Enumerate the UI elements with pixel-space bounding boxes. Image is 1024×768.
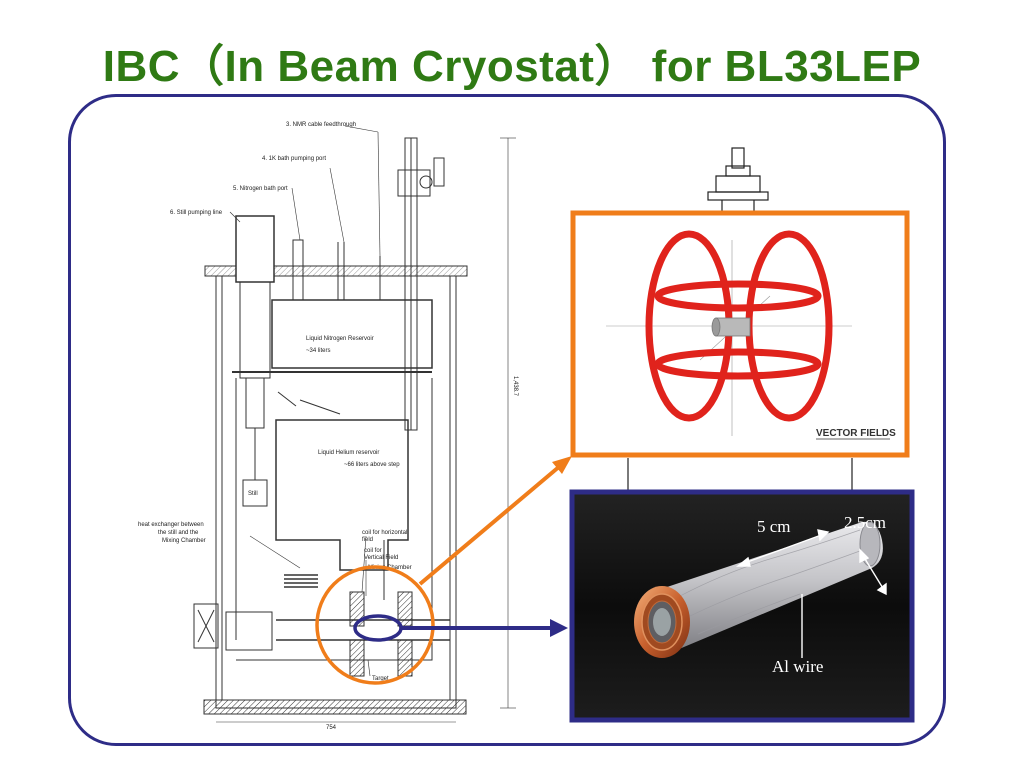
label-coil-vertical-1: coil for xyxy=(364,548,382,554)
helmholtz-coils xyxy=(645,230,833,422)
label-nitrogen-port: 5. Nitrogen bath port xyxy=(233,186,288,192)
dimension-arrows xyxy=(736,529,887,658)
label-ln2-volume: ~34 liters xyxy=(306,348,331,354)
label-heat-exchanger-1: heat exchanger between xyxy=(138,522,204,528)
diameter-label: 2.5cm xyxy=(844,513,886,532)
photo-panel: 5 cm 2.5cm Al wire xyxy=(569,489,915,723)
label-still-line: 6. Still pumping line xyxy=(170,210,223,216)
label-heat-exchanger-2: the still and the xyxy=(158,530,199,536)
target-highlight xyxy=(353,614,403,642)
orange-arrow xyxy=(418,456,572,586)
cryostat-top-fixture xyxy=(707,147,769,212)
label-coil-horizontal-2: field xyxy=(362,537,373,543)
label-nmr-feedthrough: 3. NMR cable feedthrough xyxy=(286,122,356,128)
label-width-dimension: 754 xyxy=(326,725,337,731)
length-label: 5 cm xyxy=(757,517,791,536)
label-he-reservoir: Liquid Helium reservoir xyxy=(318,450,379,456)
al-wire-label: Al wire xyxy=(772,657,823,676)
drawing-labels: 3. NMR cable feedthrough 4. 1K bath pump… xyxy=(138,122,518,731)
label-coil-horizontal-1: coil for horizontal xyxy=(362,530,407,536)
label-still: Still xyxy=(248,491,258,497)
label-target: Target xyxy=(372,676,389,682)
aluminium-tube xyxy=(652,521,883,652)
label-ln2-reservoir: Liquid Nitrogen Reservoir xyxy=(306,336,374,342)
coil-panel: VECTOR FIELDS xyxy=(570,147,910,490)
vector-fields-brand: VECTOR FIELDS xyxy=(816,428,896,439)
label-he-volume: ~66 liters above step xyxy=(344,462,400,468)
sample-cylinder xyxy=(715,317,751,337)
content-frame xyxy=(68,94,946,746)
label-coil-vertical-2: Vertical Field xyxy=(364,555,398,561)
cryostat-drawing xyxy=(193,125,516,723)
label-height-dimension: 1,438.7 xyxy=(512,376,518,397)
coil-region-highlight xyxy=(315,565,435,685)
label-1k-bath-port: 4. 1K bath pumping port xyxy=(262,156,326,162)
navy-arrow xyxy=(402,619,568,637)
slide-title: IBC（In Beam Cryostat） for BL33LEP xyxy=(102,42,922,91)
label-heat-exchanger-3: Mixing Chamber xyxy=(162,538,206,544)
